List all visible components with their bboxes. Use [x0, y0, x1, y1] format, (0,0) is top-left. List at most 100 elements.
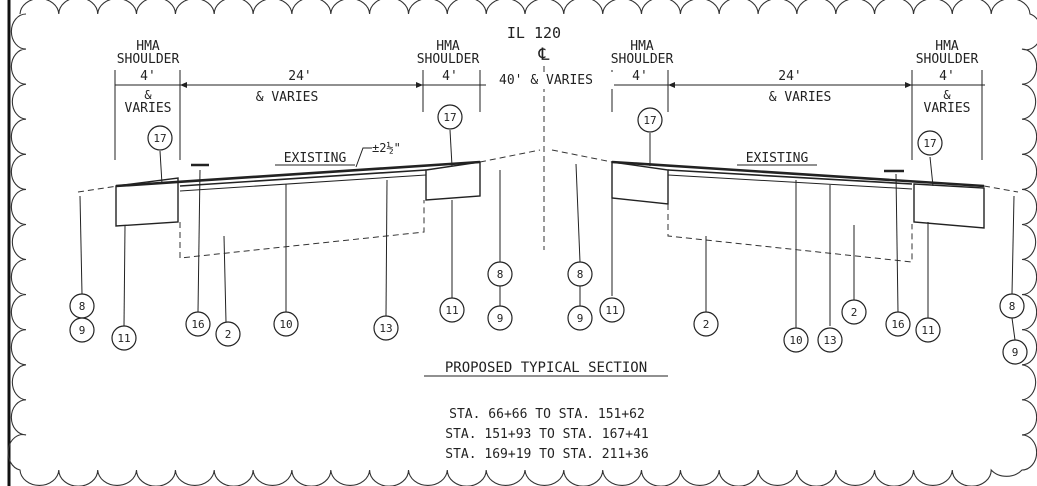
callout-number: 10: [789, 334, 802, 347]
callout-16: 16: [885, 311, 911, 337]
callout-17: 17: [437, 104, 463, 130]
callout-number: 16: [191, 318, 204, 331]
callout-9: 9: [1002, 339, 1028, 365]
callout-circle: [273, 311, 299, 337]
callout-number: 13: [379, 322, 392, 335]
dim-lane-left: 24': [288, 69, 311, 84]
callout-circle: [783, 327, 809, 353]
callout-number: 9: [1012, 346, 1019, 359]
dim-varies-left-outer: VARIES: [125, 101, 172, 116]
callout-connector: [1011, 317, 1016, 341]
right-roadway-section: [551, 149, 1019, 263]
callout-number: 11: [117, 332, 130, 345]
existing-label-left: EXISTING: [284, 151, 347, 166]
dim-and-left-outer: &: [144, 88, 152, 102]
callout-10: 10: [783, 327, 809, 353]
callout-number: 13: [823, 334, 836, 347]
section-title: PROPOSED TYPICAL SECTION: [445, 360, 647, 376]
callout-circle: [437, 104, 463, 130]
callout-circle: [373, 315, 399, 341]
callout-circle: [693, 311, 719, 337]
callout-leaders: [79, 129, 1015, 330]
callout-circle: [637, 107, 663, 133]
dim-median: 40' & VARIES: [499, 73, 593, 88]
callout-number: 8: [1009, 300, 1016, 313]
centerline-symbol: ℄: [538, 45, 550, 65]
callout-8: 8: [69, 293, 95, 319]
callout-number: 17: [923, 137, 936, 150]
callout-number: 17: [153, 132, 166, 145]
svg-text:SHOULDER: SHOULDER: [117, 52, 180, 67]
dim-lane-right: 24': [778, 69, 801, 84]
callout-8: 8: [487, 261, 513, 287]
callout-17: 17: [147, 125, 173, 151]
station-range-2: STA. 151+93 TO STA. 167+41: [445, 427, 649, 442]
callout-11: 11: [599, 297, 625, 323]
callout-2: 2: [841, 299, 867, 325]
callout-17: 17: [637, 107, 663, 133]
callout-16: 16: [185, 311, 211, 337]
callout-circle: [817, 327, 843, 353]
station-range-3: STA. 169+19 TO STA. 211+36: [445, 447, 649, 462]
dim-shoulder-left-inner: 4': [442, 69, 458, 84]
existing-label-right: EXISTING: [746, 151, 809, 166]
thickness-leader: [355, 147, 372, 168]
callout-number: 2: [703, 318, 710, 331]
station-range-1: STA. 66+66 TO STA. 151+62: [449, 407, 645, 422]
dim-and-right-outer: &: [943, 88, 951, 102]
callout-circle: [917, 130, 943, 156]
callout-circle: [439, 297, 465, 323]
callout-10: 10: [273, 311, 299, 337]
callout-number: 17: [443, 111, 456, 124]
callout-circle: [69, 317, 95, 343]
callout-9: 9: [69, 317, 95, 343]
callout-8: 8: [999, 293, 1025, 319]
callout-17: 17: [917, 130, 943, 156]
callout-9: 9: [567, 305, 593, 331]
callout-13: 13: [817, 327, 843, 353]
callout-number: 9: [79, 324, 86, 337]
callout-circle: [111, 325, 137, 351]
svg-text:HMA: HMA: [136, 39, 160, 54]
callout-2: 2: [693, 311, 719, 337]
svg-text:HMA: HMA: [436, 39, 460, 54]
dim-varies-right-outer: VARIES: [924, 101, 971, 116]
callout-number: 8: [79, 300, 86, 313]
svg-text:HMA: HMA: [630, 39, 654, 54]
callout-number: 9: [497, 312, 504, 325]
callout-9: 9: [487, 305, 513, 331]
callout-11: 11: [111, 325, 137, 351]
left-roadway-section: [77, 149, 541, 259]
callout-circle: [185, 311, 211, 337]
dimension-arrows: [180, 82, 912, 88]
callout-number: 11: [921, 324, 934, 337]
dim-lane-left-varies: & VARIES: [256, 90, 319, 105]
svg-text:SHOULDER: SHOULDER: [916, 52, 979, 67]
callout-circle: [147, 125, 173, 151]
callout-number: 8: [577, 268, 584, 281]
callout-number: 11: [445, 304, 458, 317]
cloud-path: [7, 0, 1037, 486]
svg-text:SHOULDER: SHOULDER: [611, 52, 674, 67]
callout-number: 2: [225, 328, 232, 341]
callout-number: 2: [851, 306, 858, 319]
svg-text:HMA: HMA: [935, 39, 959, 54]
shoulder-label-right-outer: HMA SHOULDER: [916, 39, 979, 67]
callout-circle: [599, 297, 625, 323]
shoulder-label-right-inner: HMA SHOULDER: [611, 39, 674, 67]
dim-shoulder-right-outer: 4': [939, 69, 955, 84]
callout-13: 13: [373, 315, 399, 341]
dim-shoulder-right-inner: 4': [632, 69, 648, 84]
callout-number: 11: [605, 304, 618, 317]
dim-lane-right-varies: & VARIES: [769, 90, 832, 105]
callout-number: 16: [891, 318, 904, 331]
callout-11: 11: [439, 297, 465, 323]
callout-2: 2: [215, 321, 241, 347]
dim-shoulder-left-outer: 4': [140, 69, 156, 84]
svg-text:SHOULDER: SHOULDER: [417, 52, 480, 67]
revision-cloud-border: [7, 0, 1037, 486]
callout-circle: [915, 317, 941, 343]
shoulder-label-left-inner: HMA SHOULDER: [417, 39, 480, 67]
